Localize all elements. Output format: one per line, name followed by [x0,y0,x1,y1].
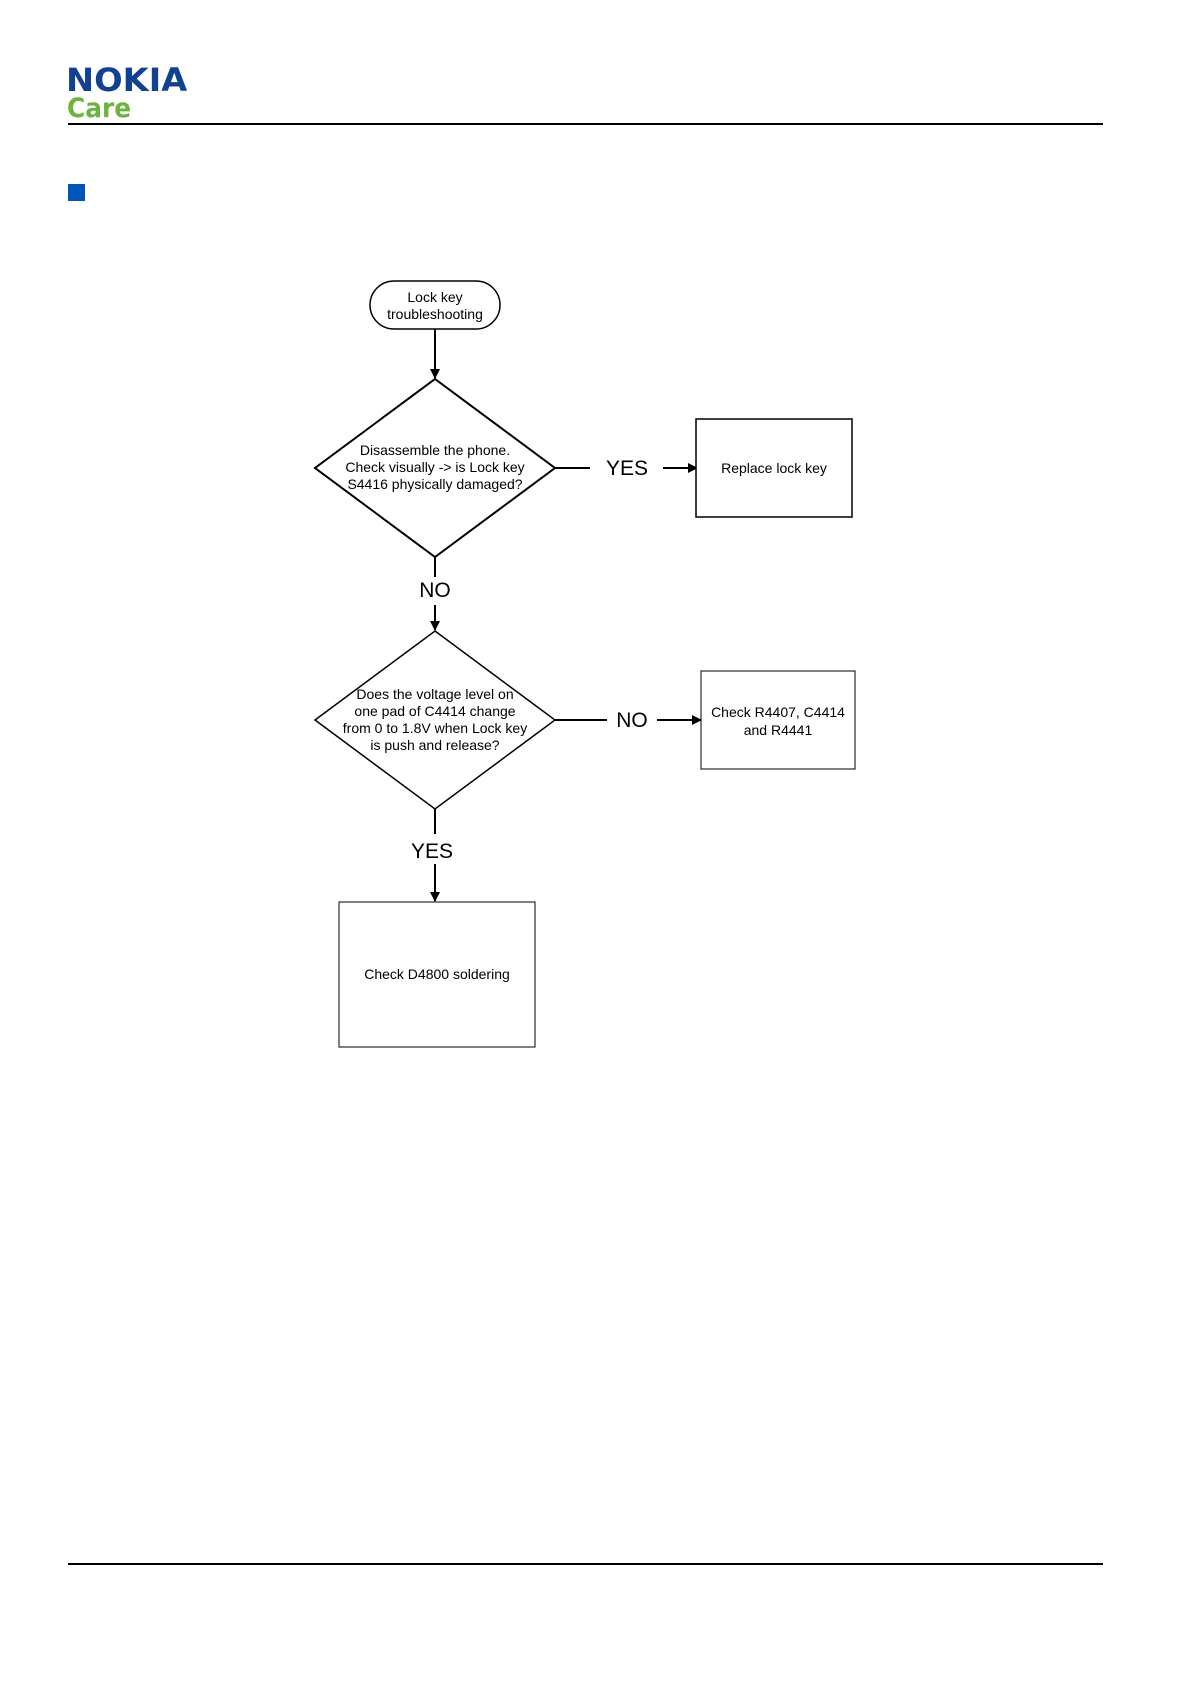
question-1-node: Disassemble the phone. Check visually ->… [315,379,555,557]
question-1-yes-label: YES [606,457,648,480]
question-2-no-label: NO [616,709,648,732]
question-1-line-2: Check visually -> is Lock key [345,459,524,475]
question-1-line-1: Disassemble the phone. [360,442,510,458]
start-node-line-2: troubleshooting [387,306,483,322]
check-soldering-text: Check D4800 soldering [364,966,510,982]
start-node: Lock key troubleshooting [370,281,500,329]
replace-lock-key-text: Replace lock key [721,460,827,476]
check-soldering-node: Check D4800 soldering [339,902,535,1047]
replace-lock-key-node: Replace lock key [696,419,852,517]
question-2-line-3: from 0 to 1.8V when Lock key [343,720,527,736]
question-2-line-2: one pad of C4414 change [354,703,515,719]
question-1-line-3: S4416 physically damaged? [347,476,522,492]
question-2-yes-label: YES [411,840,453,863]
question-2-node: Does the voltage level on one pad of C44… [315,631,555,809]
check-resistors-line-2: and R4441 [744,722,813,738]
check-resistors-line-1: Check R4407, C4414 [711,704,845,720]
start-node-line-1: Lock key [407,289,462,305]
question-1-no-label: NO [419,579,451,602]
check-resistors-node: Check R4407, C4414 and R4441 [701,671,855,769]
question-2-line-1: Does the voltage level on [356,686,513,702]
question-2-line-4: is push and release? [370,737,499,753]
